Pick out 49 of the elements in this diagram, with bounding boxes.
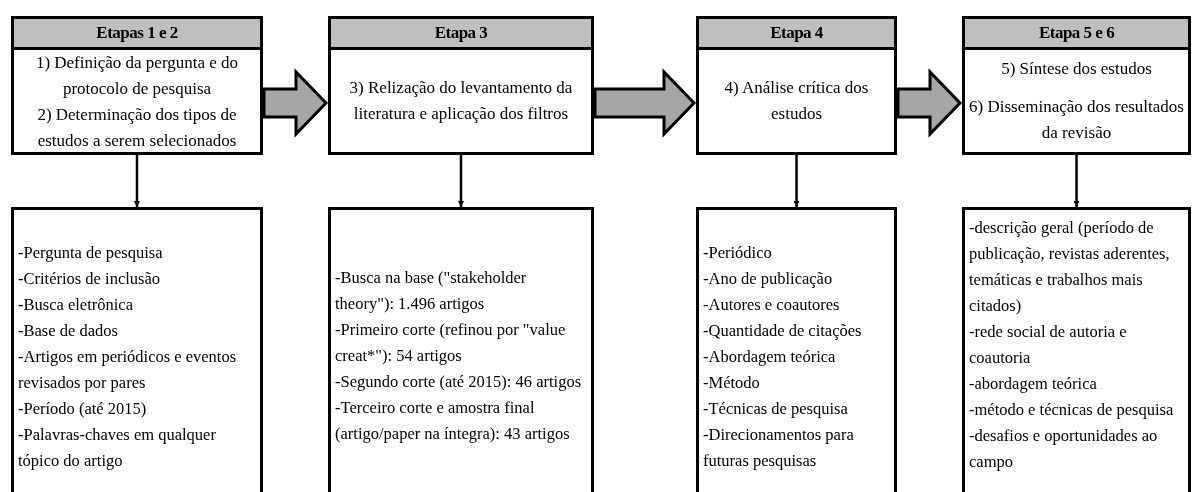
- step-text: 2) Determinação dos tipos de estudos a serem selecionados: [36, 104, 238, 152]
- list-item: -Base de dados: [18, 320, 119, 342]
- list-item: -Critérios de inclusão: [18, 268, 162, 290]
- step-text: 5) Síntese dos estudos: [1000, 58, 1153, 80]
- list-item: -método e técnicas de pesquisa: [969, 399, 1175, 421]
- arrow: [793, 155, 800, 207]
- list-item: -Busca na base ("stakeholder theory"): 1.496 artigos: [335, 267, 528, 315]
- stage-card: [11, 16, 263, 155]
- arrow: [458, 155, 464, 207]
- list-item: -Primeiro corte (refinou por "value creat*"): 54 artigos: [335, 319, 567, 367]
- step-text: 3) Relização do levantamento da literatura e aplicação dos filtros: [348, 77, 574, 125]
- list-panel: [328, 207, 594, 492]
- list-panel: [962, 207, 1191, 492]
- list-item: -Técnicas de pesquisa: [703, 398, 849, 420]
- stage-heading: Etapas 1 e 2: [14, 19, 260, 50]
- block-arrow: [593, 68, 697, 138]
- list-item: -descrição geral (período de publicação, revistas aderentes, temáticas e trabalhos mais citados): [969, 217, 1171, 317]
- list-item: -Direcionamentos para futuras pesquisas: [703, 424, 855, 472]
- list-item: -desafios e oportunidades ao campo: [969, 425, 1159, 473]
- list-item: -Palavras-chaves em qualquer tópico do artigo: [18, 424, 217, 472]
- stage-heading: Etapa 3: [331, 19, 591, 50]
- step-text: 1) Definição da pergunta e do protocolo de pesquisa: [34, 52, 240, 100]
- stage-heading: Etapa 4: [699, 19, 894, 50]
- list-item: -Busca eletrônica: [18, 294, 134, 316]
- step-text: 6) Disseminação dos resultados da revisão: [969, 96, 1184, 144]
- list-item: -Método: [703, 372, 761, 394]
- step-text: 4) Análise crítica dos estudos: [723, 77, 870, 125]
- list-item: -Período (até 2015): [18, 398, 148, 420]
- list-item: -Autores e coautores: [703, 294, 841, 316]
- list-item: -Periódico: [703, 242, 773, 264]
- stage-card: [962, 16, 1191, 155]
- list-item: -rede social de autoria e coautoria: [969, 321, 1128, 369]
- stage-card: [328, 16, 594, 155]
- block-arrow: [896, 68, 963, 138]
- list-item: -abordagem teórica: [969, 373, 1098, 395]
- arrow: [134, 155, 140, 207]
- block-arrow: [262, 68, 329, 138]
- list-item: -Quantidade de citações: [703, 320, 863, 342]
- stage-card: [696, 16, 897, 155]
- list-item: -Pergunta de pesquisa: [18, 242, 164, 264]
- list-item: -Artigos em periódicos e eventos revisados por pares: [18, 346, 238, 394]
- list-item: -Terceiro corte e amostra final (artigo/paper na íntegra): 43 artigos: [335, 397, 571, 445]
- list-item: -Abordagem teórica: [703, 346, 837, 368]
- list-panel: [11, 207, 263, 492]
- arrow: [1073, 155, 1080, 207]
- list-item: -Segundo corte (até 2015): 46 artigos: [335, 371, 583, 393]
- stage-heading: Etapa 5 e 6: [965, 19, 1188, 50]
- list-panel: [696, 207, 897, 492]
- list-item: -Ano de publicação: [703, 268, 834, 290]
